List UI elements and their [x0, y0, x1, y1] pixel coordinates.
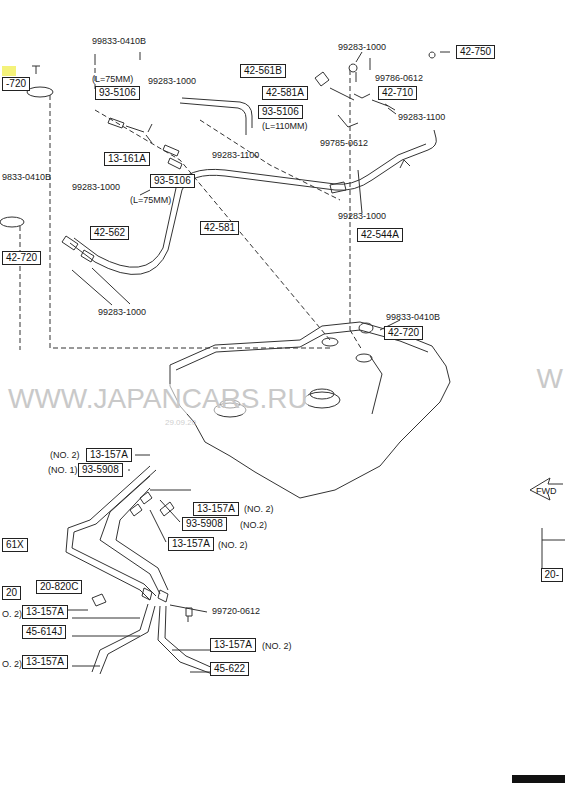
- part-number: 93-5106: [99, 87, 136, 98]
- part-number-box: 45-622: [210, 662, 249, 676]
- callout-label: 99283-1000: [72, 182, 120, 192]
- watermark: W: [537, 364, 563, 394]
- callout-label: (NO. 2): [262, 641, 292, 651]
- part-number-box: 13-157A: [210, 638, 256, 652]
- part-number-box: 42-561B: [240, 64, 286, 78]
- part-number: 45-622: [214, 663, 245, 674]
- part-number: 13-157A: [197, 503, 235, 514]
- callout-label: (L=75MM): [92, 74, 133, 84]
- callout-label: 99785-0612: [320, 138, 368, 148]
- callout-label: 99833-0410B: [386, 312, 440, 322]
- part-number-box: 13-157A: [193, 502, 239, 516]
- part-number-box: 13-157A: [86, 448, 132, 462]
- callout-label: O. 2): [2, 659, 22, 669]
- part-number: 61X: [6, 539, 24, 550]
- callout-label: 9833-0410B: [2, 172, 51, 182]
- part-number: 93-5106: [262, 106, 299, 117]
- part-number: 20: [6, 587, 17, 598]
- part-number-box: 42-720: [384, 326, 423, 340]
- part-number-box: 93-5106: [150, 174, 195, 188]
- callout-label: (NO. 1): [48, 465, 78, 475]
- part-number-box: 42-750: [456, 45, 495, 59]
- part-number-box: 42-581: [200, 221, 239, 235]
- callout-label: 99283-1000: [338, 211, 386, 221]
- callout-label: (NO.2): [240, 520, 267, 530]
- part-number: 42-562: [94, 227, 125, 238]
- callout-label: 99283-1000: [148, 76, 196, 86]
- part-number: 42-710: [382, 87, 413, 98]
- part-number: 93-5908: [186, 518, 223, 529]
- part-number-box: 93-5908: [78, 463, 123, 477]
- watermark: WWW.JAPANCARS.RU: [8, 384, 308, 414]
- part-number: 42-561B: [244, 65, 282, 76]
- part-number: 13-157A: [172, 538, 210, 549]
- part-number-box: 13-157A: [22, 655, 68, 669]
- callout-label: 99283-1000: [338, 42, 386, 52]
- part-number: 42-544A: [361, 229, 399, 240]
- part-number-box: 93-5106: [95, 86, 140, 100]
- part-number-box: 20-: [541, 568, 563, 582]
- part-number-box: 13-157A: [168, 537, 214, 551]
- callout-label: 99720-0612: [212, 606, 260, 616]
- part-number-box: 13-161A: [104, 152, 150, 166]
- callout-label: 29.09.20: [165, 418, 196, 428]
- callout-label: (NO. 2): [218, 540, 248, 550]
- part-number-box: -720: [2, 77, 30, 91]
- part-number: 93-5908: [82, 464, 119, 475]
- callout-label: 99283-1000: [98, 307, 146, 317]
- callout-label: (L=75MM): [130, 195, 171, 205]
- part-number: 42-581A: [266, 87, 304, 98]
- callout-label: (NO. 2): [244, 504, 274, 514]
- part-number: 13-157A: [90, 449, 128, 460]
- part-number: 13-157A: [214, 639, 252, 650]
- part-number: 42-720: [388, 327, 419, 338]
- part-number: 42-750: [460, 46, 491, 57]
- part-number-box: 20: [2, 586, 21, 600]
- part-number-box: 13-157A: [22, 605, 68, 619]
- part-number: 93-5106: [154, 175, 191, 186]
- callout-label: (L=110MM): [262, 121, 308, 131]
- part-number-box: 42-710: [378, 86, 417, 100]
- part-number-box: 42-720: [2, 251, 41, 265]
- callout-label: (NO. 2): [50, 450, 80, 460]
- part-number-box: 61X: [2, 538, 28, 552]
- callout-label: 99786-0612: [375, 73, 423, 83]
- callout-label: 99833-0410B: [92, 36, 146, 46]
- part-number: -720: [6, 78, 26, 89]
- part-number: 42-581: [204, 222, 235, 233]
- part-number-box: 42-562: [90, 226, 129, 240]
- part-number: 45-614J: [26, 626, 62, 637]
- part-number: 13-161A: [108, 153, 146, 164]
- callout-label: 99283-1100: [398, 112, 445, 122]
- part-number: 13-157A: [26, 656, 64, 667]
- part-number: 20-: [545, 569, 559, 580]
- part-number: 20-820C: [40, 581, 78, 592]
- callout-label: O. 2): [2, 609, 22, 619]
- part-number-box: 42-544A: [357, 228, 403, 242]
- part-number-box: 45-614J: [22, 625, 66, 639]
- part-number-box: 42-581A: [262, 86, 308, 100]
- part-number-box: 20-820C: [36, 580, 82, 594]
- part-number: 42-720: [6, 252, 37, 263]
- callout-label: 99283-1100: [212, 150, 259, 160]
- part-number: 13-157A: [26, 606, 64, 617]
- part-number-box: 93-5908: [182, 517, 227, 531]
- part-number-box: 93-5106: [258, 105, 303, 119]
- callout-label: FWD: [536, 486, 557, 496]
